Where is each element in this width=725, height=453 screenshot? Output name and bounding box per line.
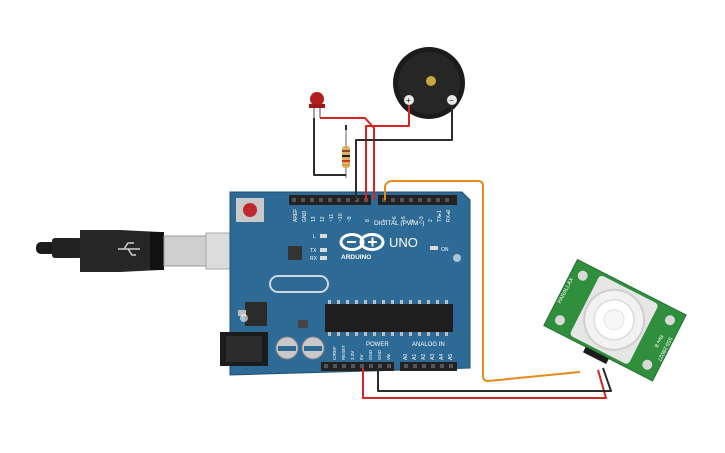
small-chip — [298, 320, 308, 328]
pir-pin-header[interactable] — [582, 346, 609, 364]
pin-label: ~3 — [419, 216, 425, 222]
pin-label: A2 — [421, 354, 427, 360]
resistor[interactable] — [342, 130, 350, 178]
led-tx — [320, 248, 327, 252]
wire-red-5v[interactable] — [362, 368, 607, 399]
analog-header-label: ANALOG IN — [412, 342, 445, 348]
digital-header-label: DIGITAL (PWM~) — [374, 220, 424, 227]
pin-label: GND — [368, 349, 373, 360]
wires — [313, 105, 612, 399]
usb-chip — [288, 246, 302, 260]
pin-label: ~10 — [338, 213, 344, 222]
board-model-label: UNO — [389, 235, 418, 250]
pin-label: ~11 — [329, 214, 335, 222]
power-pin-labels: IOREF RESET 3.3V 5V GND GND Vin — [332, 345, 391, 360]
digital-header-right[interactable] — [378, 195, 457, 205]
power-header[interactable] — [321, 362, 394, 371]
led-l-label: L — [313, 234, 316, 240]
pin-label: ~6 — [392, 216, 398, 222]
pin-label: ~9 — [347, 216, 353, 222]
led-l — [320, 234, 327, 238]
piezo-buzzer[interactable]: + − — [393, 47, 465, 119]
pin-label: ~5 — [401, 216, 407, 222]
pin-label: 2 — [428, 219, 434, 222]
led-on-label: ON — [441, 247, 449, 253]
pin-label: GND — [377, 349, 382, 360]
board-maker-label: ARDUINO — [341, 254, 371, 261]
led-tx-label: TX — [310, 248, 317, 254]
wire-red-led[interactable] — [320, 117, 375, 200]
pin-label: 12 — [320, 216, 326, 222]
pir-text-c: Rev B — [652, 334, 664, 349]
wire-black-buzzer[interactable] — [355, 105, 453, 200]
wire-orange-signal[interactable] — [384, 180, 581, 382]
pin-label: A0 — [403, 354, 409, 360]
wire-black-led[interactable] — [313, 118, 346, 176]
pin-label: RESET — [341, 345, 346, 360]
voltage-regulator — [245, 302, 267, 326]
pin-label: Vin — [386, 353, 391, 360]
buzzer-minus-label: − — [449, 96, 454, 105]
top-pin-labels: AREF GND 13 12 ~11 ~10 ~9 8 7 ~6 ~5 4 ~3… — [293, 209, 452, 222]
pin-label: 13 — [311, 216, 317, 222]
pin-label: 7 — [383, 219, 389, 222]
pin-label: IOREF — [332, 346, 337, 360]
crystal — [269, 275, 329, 293]
buzzer-plus-label: + — [406, 96, 411, 105]
pin-label: 5V — [359, 354, 364, 360]
analog-pin-labels: A0 A1 A2 A3 A4 A5 — [403, 354, 454, 360]
wire-red-buzzer[interactable] — [365, 105, 410, 200]
pin-label: A3 — [430, 354, 436, 360]
arduino-logo-icon — [339, 233, 385, 251]
pin-label: 4 — [410, 219, 416, 222]
analog-header[interactable] — [400, 362, 457, 371]
pin-label: TX▸1 — [437, 210, 443, 222]
red-led[interactable] — [309, 92, 325, 118]
pir-motion-sensor[interactable]: PARALLAX 555-28027 Rev B — [541, 258, 687, 387]
usb-symbol-icon — [118, 242, 140, 256]
pin-label: A5 — [448, 354, 454, 360]
led-rx — [320, 256, 327, 260]
pin-label: A1 — [412, 354, 418, 360]
arduino-uno-board[interactable]: AREF GND 13 12 ~11 ~10 ~9 8 7 ~6 ~5 4 ~3… — [220, 191, 471, 376]
pin-label: 8 — [365, 219, 371, 222]
power-header-label: POWER — [366, 342, 389, 348]
atmega-chip — [325, 304, 453, 332]
led-on — [430, 246, 438, 250]
pin-label: AREF — [293, 209, 299, 222]
pin-label: GND — [302, 211, 308, 223]
pin-label: 3.3V — [350, 351, 355, 360]
pin-label: A4 — [439, 354, 445, 360]
wire-black-gnd[interactable] — [377, 367, 612, 392]
led-rx-label: RX — [310, 256, 318, 262]
pin-label: RX◂0 — [446, 210, 452, 222]
